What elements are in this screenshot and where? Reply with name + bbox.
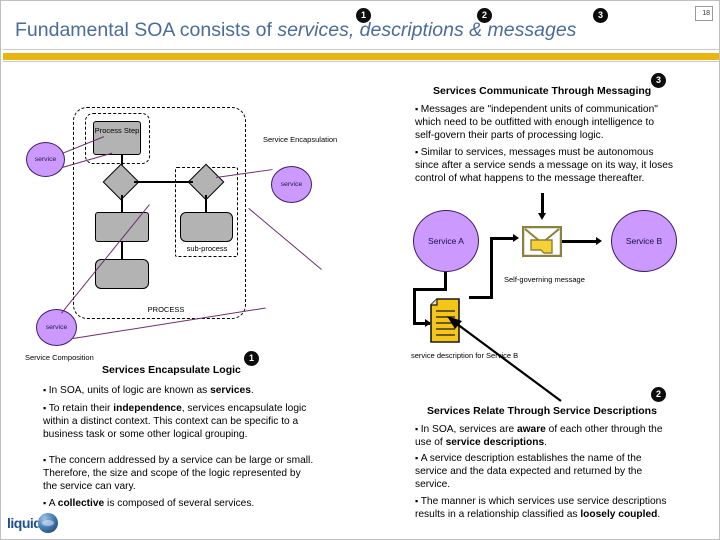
- connector-diamond-link: [134, 181, 193, 183]
- encapsulate-bullet-4: A collective is composed of several serv…: [43, 497, 315, 510]
- badge-messaging: 3: [651, 73, 666, 88]
- divider-bottom: [3, 61, 719, 62]
- routing-doc-up: [490, 237, 493, 299]
- message-caption: Self-governing message: [504, 275, 585, 284]
- page-title: Fundamental SOA consists of services, de…: [15, 19, 655, 42]
- routing-doc-top: [469, 296, 493, 299]
- routing-a-down: [444, 272, 447, 290]
- badge-encapsulate: 1: [244, 351, 259, 366]
- page-title-italic: services, descriptions & messages: [277, 19, 577, 41]
- service-a-node: Service A: [413, 210, 479, 272]
- process-label: PROCESS: [147, 305, 185, 314]
- service-bubble-2: service: [271, 166, 312, 203]
- badge-title-1: 1: [356, 8, 371, 23]
- descriptions-bullet-2: A service description establishes the na…: [415, 452, 673, 492]
- connector-right-1: [205, 195, 207, 213]
- descriptions-heading: Services Relate Through Service Descript…: [427, 405, 657, 417]
- description-pointer-icon: [447, 316, 562, 402]
- service-bubble-3-label: service: [45, 324, 68, 331]
- brand-logo-sphere-icon: [38, 513, 59, 533]
- connector-step-to-diamond: [121, 155, 123, 171]
- badge-title-2: 2: [477, 8, 492, 23]
- brand-logo-text: liquid: [7, 515, 42, 531]
- messaging-bullet-1: Messages are "independent units of commu…: [415, 103, 673, 143]
- arrow-head-to-doc-icon: [425, 319, 431, 327]
- encapsulate-heading: Services Encapsulate Logic: [102, 364, 241, 376]
- encapsulate-bullet-3: The concern addressed by a service can b…: [43, 454, 315, 494]
- routing-a-down2: [413, 288, 416, 325]
- routing-doc-to-env: [490, 237, 516, 240]
- arrow-head-env-to-b-icon: [596, 237, 602, 245]
- process-step-label: Process Step: [94, 126, 140, 135]
- messaging-heading: Services Communicate Through Messaging: [433, 85, 652, 97]
- service-b-node: Service B: [611, 210, 677, 272]
- service-description-doc-icon: [429, 298, 467, 344]
- process-step-boundary: [85, 113, 150, 164]
- service-bubble-2-label: service: [280, 181, 303, 188]
- descriptions-bullet-3: The manner is which services use service…: [415, 495, 673, 521]
- service-b-label: Service B: [625, 236, 663, 246]
- badge-title-3: 3: [593, 8, 608, 23]
- sub-process-label: sub-process: [186, 244, 228, 253]
- descriptions-bullet-1: In SOA, services are aware of each other…: [415, 423, 673, 449]
- self-governing-message-icon: [521, 225, 563, 258]
- arrow-shaft-down: [541, 193, 544, 215]
- description-caption: service description for Service B: [411, 351, 519, 360]
- service-bubble-1-label: service: [34, 156, 57, 163]
- accent-rule: [3, 53, 719, 60]
- process-box-right-1: [180, 212, 233, 242]
- process-box-left-2: [95, 259, 149, 289]
- service-encapsulation-label: Service Encapsulation: [263, 135, 338, 144]
- encapsulate-bullet-1: In SOA, units of logic are known as serv…: [43, 384, 315, 397]
- messaging-bullet-2: Similar to services, messages must be au…: [415, 146, 673, 186]
- arrow-head-down-icon: [538, 213, 546, 220]
- connector-left-1: [121, 195, 123, 213]
- process-boundary: [73, 107, 246, 319]
- routing-a-left: [413, 288, 447, 291]
- connector-left-2: [121, 242, 123, 260]
- callout-line-2b: [248, 208, 322, 270]
- arrow-shaft-env-to-b: [562, 240, 598, 243]
- service-bubble-1: service: [26, 142, 65, 177]
- routing-a-to-doc: [413, 322, 430, 325]
- process-step-box: Process Step: [93, 121, 141, 155]
- divider-top: [3, 49, 719, 50]
- page-number: 18: [695, 6, 713, 21]
- brand-logo: liquid: [7, 512, 59, 534]
- arrow-head-to-env-icon: [513, 234, 519, 242]
- badge-descriptions: 2: [651, 387, 666, 402]
- service-bubble-3: service: [36, 309, 77, 346]
- service-composition-label: Service Composition: [25, 353, 94, 362]
- page-title-plain: Fundamental SOA consists of: [15, 19, 278, 41]
- process-box-left-1: [95, 212, 149, 242]
- encapsulate-bullet-2: To retain their independence, services e…: [43, 402, 315, 442]
- service-a-label: Service A: [428, 236, 464, 246]
